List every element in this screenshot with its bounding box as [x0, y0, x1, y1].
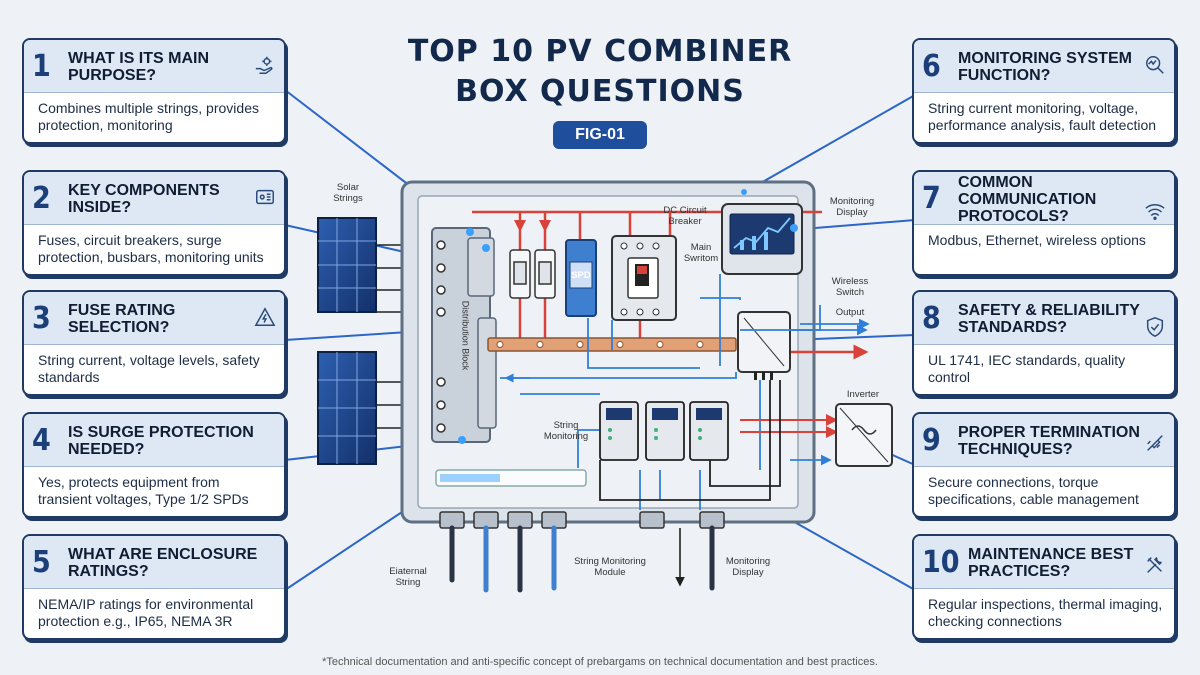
card-number: 2	[32, 181, 51, 216]
solar-panel-bottom	[317, 351, 377, 465]
label-output: Output	[835, 307, 865, 318]
card-question: Monitoring system function?	[958, 50, 1132, 84]
label-wireless-switch: Wireless Switch	[831, 276, 869, 298]
card-number: 4	[32, 423, 51, 458]
question-card-2: 2 Key components inside? Fuses, circuit …	[22, 170, 286, 276]
components-icon	[256, 189, 274, 205]
card-number: 1	[32, 49, 51, 84]
card-question: Proper termination techniques?	[958, 424, 1140, 458]
card-number: 5	[32, 545, 51, 580]
question-card-10: 10 Maintenance best practices? Regular i…	[912, 534, 1176, 640]
label-string-monitoring-module: String Monitoring Module	[574, 556, 646, 578]
card-answer: UL 1741, IEC standards, quality control	[928, 352, 1126, 385]
question-card-3: 3 Fuse rating selection? String current,…	[22, 290, 286, 396]
label-monitoring-display-bottom: Monitoring Display	[725, 556, 771, 578]
label-string-monitoring: String Monitoring	[543, 420, 589, 442]
card-question: Common communication protocols?	[958, 173, 1097, 225]
label-external-string: Eiaternal String	[389, 566, 427, 588]
chart-magnifier-icon	[1146, 56, 1164, 74]
wifi-icon	[1145, 204, 1165, 220]
question-card-1: 1 What is its main purpose? Combines mul…	[22, 38, 286, 144]
card-number: 9	[922, 423, 941, 458]
question-card-5: 5 What are enclosure ratings? NEMA/IP ra…	[22, 534, 286, 640]
question-card-4: 4 Is surge protection needed? Yes, prote…	[22, 412, 286, 518]
card-number: 6	[922, 49, 941, 84]
page-title: TOP 10 PV COMBINER BOX QUESTIONS	[370, 32, 830, 112]
card-number: 3	[32, 301, 51, 336]
warning-icon	[254, 307, 276, 326]
card-question: Safety & reliability standards?	[958, 302, 1140, 336]
card-answer: Modbus, Ethernet, wireless options	[928, 232, 1146, 248]
fuse-holders	[509, 249, 556, 299]
card-question: What are enclosure ratings?	[68, 546, 258, 580]
card-answer: Combines multiple strings, provides prot…	[38, 100, 259, 133]
card-question: Key components inside?	[68, 182, 220, 216]
label-monitoring-display-top: Monitoring Display	[829, 196, 875, 218]
figure-badge: FIG-01	[553, 121, 647, 149]
title-line-2: BOX QUESTIONS	[455, 74, 745, 109]
card-number: 8	[922, 301, 941, 336]
shield-check-icon	[1146, 317, 1164, 337]
question-card-8: 8 Safety & reliability standards? UL 174…	[912, 290, 1176, 396]
label-solar-strings: Solar Strings	[333, 182, 363, 204]
question-card-9: 9 Proper termination techniques? Secure …	[912, 412, 1176, 518]
card-answer: String current monitoring, voltage, perf…	[928, 100, 1157, 133]
card-answer: Fuses, circuit breakers, surge protectio…	[38, 232, 264, 265]
label-main-switch: Main Swritom	[683, 242, 719, 264]
card-number: 10	[922, 545, 960, 580]
card-answer: String current, voltage levels, safety s…	[38, 352, 260, 385]
card-number: 7	[922, 181, 941, 216]
question-card-6: 6 Monitoring system function? String cur…	[912, 38, 1176, 144]
question-card-7: 7 Common communication protocols? Modbus…	[912, 170, 1176, 276]
card-answer: NEMA/IP ratings for environmental protec…	[38, 596, 254, 629]
card-answer: Yes, protects equipment from transient v…	[38, 474, 249, 507]
tools-icon	[1147, 557, 1162, 573]
card-question: Fuse rating selection?	[68, 302, 176, 336]
hand-gear-icon	[255, 56, 273, 74]
card-question: Is surge protection needed?	[68, 424, 254, 458]
connector-icon	[1147, 435, 1163, 451]
label-inverter: Inverter	[846, 389, 880, 400]
title-line-1: TOP 10 PV COMBINER	[407, 34, 793, 69]
label-dc-breaker: DC Circuit Breaker	[663, 205, 707, 227]
card-answer: Secure connections, torque specification…	[928, 474, 1139, 507]
footnote: *Technical documentation and anti-specif…	[322, 656, 878, 668]
card-answer: Regular inspections, thermal imaging, ch…	[928, 596, 1163, 629]
label-distribution-block: Distribution Block	[460, 300, 471, 371]
card-question: Maintenance best practices?	[968, 546, 1134, 580]
solar-panel-top	[317, 217, 377, 313]
card-question: What is its main purpose?	[68, 50, 210, 84]
label-spd: SPD	[571, 270, 591, 281]
